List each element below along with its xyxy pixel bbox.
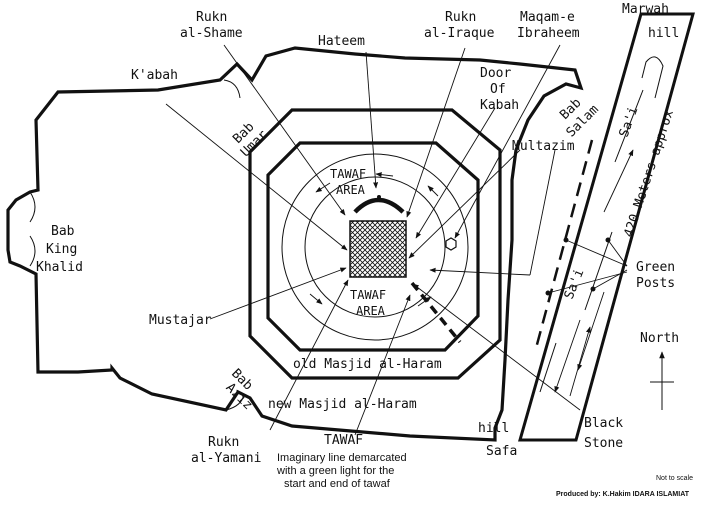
hateem-arc — [353, 197, 405, 214]
new-masjid-label: new Masjid al-Haram — [268, 397, 417, 412]
bab-salam-label: BabSalam — [552, 90, 602, 140]
old-masjid-label: old Masjid al-Haram — [293, 357, 442, 372]
mustajar-label: Mustajar — [149, 313, 212, 328]
hateem-label: Hateem — [318, 34, 365, 49]
sai-arrow-up — [603, 149, 634, 213]
green-post-leader-1 — [565, 239, 628, 267]
bab-aziz-gate — [225, 393, 245, 411]
outer-mosque-wall — [6, 46, 584, 442]
multazim-label: Multazim — [512, 139, 575, 154]
green-post-leader-2 — [607, 239, 628, 267]
not-to-scale-note: Not to scale — [656, 475, 693, 482]
tawaf-start-line — [410, 281, 462, 344]
kaabah — [349, 220, 407, 278]
sai-arrow-down — [584, 231, 613, 311]
sai-loop — [641, 56, 664, 99]
bab-umar-gate — [223, 79, 241, 99]
produced-by-credit: Produced by: K.Hakim IDARA ISLAMIAT — [556, 491, 690, 498]
masa-center-line — [533, 139, 594, 353]
tawaf-direction-arrows — [309, 172, 439, 307]
masa-corridor — [518, 12, 695, 442]
label-leader-lines — [165, 44, 581, 436]
sai-arrow-low-1 — [539, 342, 557, 393]
bab-aziz-label: BabAziz — [218, 366, 265, 413]
sai-arrow-down-3 — [577, 291, 605, 371]
maqam-ibraheem-hexagon — [445, 237, 457, 251]
sai-top-label: Sa'i — [617, 105, 642, 140]
kabah-label: K'abah — [131, 68, 178, 83]
bab-king-khalid-gate — [29, 191, 36, 267]
green-post-leader-4 — [547, 271, 628, 294]
tawaf-circle-outer — [281, 153, 469, 341]
courtyard-boundary — [266, 141, 480, 352]
sai-mid-label: Sa'i — [562, 267, 588, 302]
north-label: North — [640, 331, 679, 346]
hateem-dot — [377, 195, 381, 199]
tawaf-title-label: TAWAF — [324, 433, 363, 448]
old-masjid-wall — [248, 108, 502, 380]
sai-arrow-low-2 — [569, 326, 591, 397]
north-compass-icon — [650, 351, 674, 410]
sai-arrow-down-2 — [554, 319, 581, 393]
sai-arrow-up-2 — [614, 89, 644, 163]
bab-umar-label: BabUmar — [227, 117, 270, 160]
